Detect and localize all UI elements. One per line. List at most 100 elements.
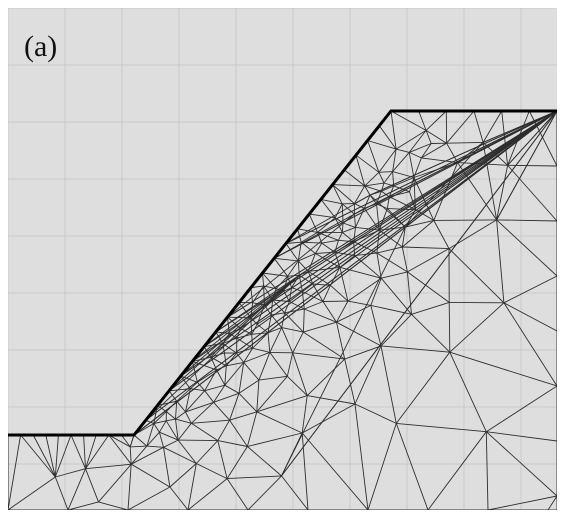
mesh-edge — [153, 411, 167, 424]
mesh-edge — [376, 252, 382, 279]
mesh-edge — [236, 328, 241, 339]
mesh-edge — [303, 331, 345, 360]
mesh-edge — [347, 277, 382, 302]
mesh-edge — [236, 337, 253, 349]
mesh-edge — [317, 217, 336, 233]
mesh-edge — [272, 299, 290, 302]
mesh-edge — [307, 271, 314, 285]
mesh-edge — [503, 275, 557, 304]
mesh-edge — [85, 463, 132, 470]
mesh-edge — [158, 432, 164, 448]
mesh-edge — [213, 392, 240, 403]
mesh-edge — [275, 275, 288, 290]
mesh-edge — [342, 222, 356, 228]
mesh-edge — [507, 165, 557, 222]
mesh-edge — [133, 226, 406, 436]
mesh-edge — [256, 314, 272, 325]
mesh-edge — [146, 445, 164, 448]
mesh-edge — [285, 194, 371, 244]
mesh-edge — [197, 369, 217, 383]
mesh-edge — [227, 475, 282, 480]
mesh-edge — [238, 379, 260, 394]
mesh-edge — [370, 278, 382, 306]
mesh-edge — [381, 185, 394, 192]
mesh-edge — [393, 185, 410, 193]
mesh-edge — [54, 476, 69, 510]
mesh-edge — [401, 227, 406, 248]
mesh-edge — [251, 334, 254, 349]
mesh-edge — [281, 110, 557, 477]
mesh-edge — [169, 463, 197, 488]
mesh-edge — [284, 312, 304, 333]
mesh-edge — [204, 384, 225, 392]
mesh-edge — [404, 142, 484, 228]
mesh-edge — [283, 287, 292, 292]
mesh-edge — [213, 384, 226, 403]
mesh-edge — [407, 271, 450, 303]
mesh-edge — [496, 219, 557, 277]
mesh-edge — [258, 352, 271, 381]
mesh-edge — [485, 431, 557, 497]
mesh-edge — [425, 110, 447, 131]
mesh-edge — [396, 422, 487, 433]
mesh-edge — [355, 154, 380, 173]
mesh-edge — [45, 434, 56, 478]
mesh-edge — [378, 208, 388, 231]
mesh-edge — [413, 177, 435, 221]
mesh-edge — [302, 291, 324, 302]
mesh-edge — [272, 299, 285, 314]
mesh-edge — [301, 395, 308, 434]
mesh-edge — [304, 308, 337, 323]
mesh-edge — [98, 463, 132, 503]
mesh-edge — [393, 177, 415, 187]
mesh-edge — [307, 395, 356, 405]
mesh-edge — [168, 390, 178, 402]
mesh-edge — [306, 358, 346, 396]
mesh-edge — [395, 423, 429, 510]
mesh-edge — [130, 446, 164, 465]
mesh-edge — [353, 241, 356, 256]
mesh-edge — [402, 220, 435, 248]
mesh-edge — [223, 352, 227, 366]
mesh-edge — [364, 185, 382, 192]
mesh-edge — [177, 423, 192, 441]
mesh-edge — [338, 239, 354, 243]
mesh-edge — [378, 125, 397, 150]
mesh-canvas — [8, 8, 557, 510]
mesh-edge — [378, 172, 385, 184]
mesh-edge — [344, 358, 356, 405]
mesh-edge — [270, 314, 283, 328]
mesh-edge — [175, 418, 192, 424]
mesh-edge — [409, 191, 416, 210]
mesh-edge — [180, 274, 300, 377]
mesh-edge — [236, 352, 245, 363]
mesh-edge — [203, 274, 300, 347]
mesh-edge — [486, 385, 557, 433]
mesh-edge — [32, 434, 56, 478]
mesh-edge — [376, 230, 380, 254]
mesh-edge — [217, 440, 248, 447]
mesh-edge — [292, 352, 345, 360]
mesh-edge — [20, 434, 56, 478]
mesh-edge — [192, 274, 300, 362]
mesh-edge — [243, 362, 260, 381]
mesh-edge — [339, 255, 355, 268]
mesh-edge — [449, 352, 487, 432]
mesh-edge — [485, 431, 489, 510]
mesh-edge — [165, 420, 179, 441]
mesh-edge — [133, 434, 148, 447]
mesh-edge — [408, 152, 415, 178]
mesh-edge — [67, 468, 86, 510]
mesh-edge — [302, 308, 305, 333]
mesh-edge — [269, 327, 283, 353]
mesh-edge — [353, 227, 356, 242]
mesh-edge — [449, 351, 557, 387]
mesh-edge — [395, 130, 427, 150]
mesh-edge — [129, 446, 132, 465]
mesh-edge — [54, 434, 72, 478]
mesh-edge — [354, 185, 366, 204]
mesh-edge — [108, 434, 131, 448]
mesh-edge — [269, 352, 288, 377]
mesh-edge — [302, 283, 313, 292]
mesh-edge — [409, 143, 432, 153]
